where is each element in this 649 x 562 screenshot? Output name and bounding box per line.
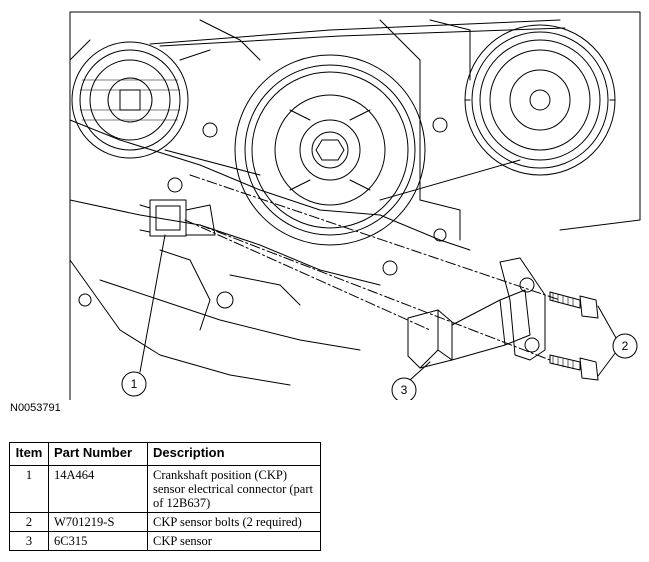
cell-description: Crankshaft position (CKP) sensor electri… bbox=[147, 465, 321, 513]
ckp-connector bbox=[139, 199, 216, 237]
crankshaft-pulley bbox=[234, 54, 426, 246]
engine-block-outline bbox=[69, 11, 641, 400]
table-row: 2 W701219-S CKP sensor bolts (2 required… bbox=[9, 512, 321, 532]
table-row: 1 14A464 Crankshaft position (CKP) senso… bbox=[9, 465, 321, 513]
cell-description: CKP sensor bbox=[147, 531, 321, 551]
cell-part-number: 14A464 bbox=[48, 465, 148, 513]
callout-1: 1 bbox=[121, 371, 147, 397]
callout-3-leader bbox=[409, 361, 431, 381]
callout-2-leader bbox=[597, 305, 617, 377]
drive-belt bbox=[149, 19, 566, 201]
header-item: Item bbox=[9, 442, 49, 466]
header-part-number: Part Number bbox=[48, 442, 148, 466]
figure-id: N0053791 bbox=[10, 402, 61, 414]
ckp-sensor bbox=[407, 257, 546, 369]
cell-part-number: W701219-S bbox=[48, 512, 148, 532]
cell-item: 2 bbox=[9, 512, 49, 532]
parts-table: Item Part Number Description 1 14A464 Cr… bbox=[9, 442, 321, 551]
table-row: 3 6C315 CKP sensor bbox=[9, 531, 321, 551]
svg-text:3: 3 bbox=[401, 383, 408, 397]
table-header-row: Item Part Number Description bbox=[9, 442, 321, 466]
cell-part-number: 6C315 bbox=[48, 531, 148, 551]
ac-compressor-pulley bbox=[464, 24, 616, 176]
svg-text:1: 1 bbox=[131, 377, 138, 391]
idler-pulley-left bbox=[71, 41, 189, 159]
ckp-sensor-bolts bbox=[549, 291, 599, 381]
cell-item: 1 bbox=[9, 465, 49, 513]
engine-diagram: 1 2 3 bbox=[69, 11, 641, 400]
cell-description: CKP sensor bolts (2 required) bbox=[147, 512, 321, 532]
callout-3: 3 bbox=[391, 377, 417, 400]
callout-2: 2 bbox=[612, 333, 638, 359]
cell-item: 3 bbox=[9, 531, 49, 551]
svg-text:2: 2 bbox=[622, 339, 629, 353]
header-description: Description bbox=[147, 442, 321, 466]
callout-1-leader bbox=[139, 234, 166, 373]
